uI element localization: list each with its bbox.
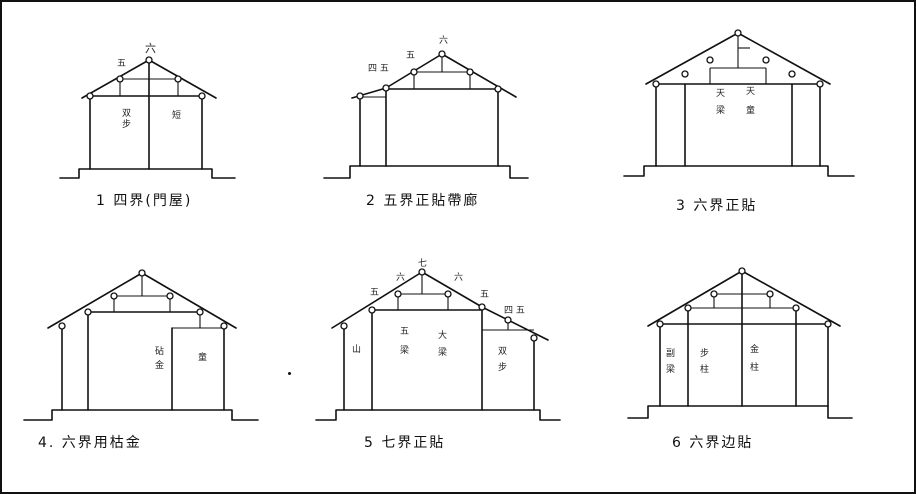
section-1 bbox=[59, 56, 236, 179]
section-5-purlin bbox=[478, 303, 486, 311]
section-1-purlin bbox=[116, 75, 124, 83]
section-6-purlin bbox=[738, 267, 746, 275]
section-1-purlin bbox=[174, 75, 182, 83]
section-1-purlin bbox=[145, 56, 153, 64]
section-3-purlin bbox=[706, 56, 714, 64]
mark: 五 bbox=[400, 327, 410, 337]
section-6-purlin bbox=[766, 290, 774, 298]
mark: 步 bbox=[122, 120, 132, 130]
section-5-purlin bbox=[504, 316, 512, 324]
mark: 六 bbox=[145, 42, 156, 55]
mark: 天 bbox=[746, 87, 756, 97]
mark: 梁 bbox=[438, 348, 448, 358]
section-1-purlin bbox=[86, 92, 94, 100]
section-4-purlin bbox=[110, 292, 118, 300]
section-6-purlin bbox=[792, 304, 800, 312]
mark: 柱 bbox=[700, 365, 710, 375]
mark: 梁 bbox=[400, 346, 410, 356]
section-1-purlin bbox=[198, 92, 206, 100]
section-6-purlin bbox=[710, 290, 718, 298]
mark: 大 bbox=[438, 331, 448, 341]
section-5-purlin bbox=[394, 290, 402, 298]
section-6 bbox=[627, 267, 853, 419]
section-4-purlin bbox=[196, 308, 204, 316]
section-2-roof bbox=[351, 53, 517, 99]
section-6-purlin bbox=[824, 320, 832, 328]
mark: 双 bbox=[122, 109, 132, 119]
section-5-purlin bbox=[530, 334, 538, 342]
mark: 步 bbox=[498, 363, 508, 373]
mark: 六 bbox=[439, 36, 449, 46]
section-3 bbox=[623, 29, 855, 177]
section-6-purlin bbox=[684, 304, 692, 312]
section-5 bbox=[315, 268, 561, 421]
section-3-purlin bbox=[788, 70, 796, 78]
mark: 五 bbox=[480, 290, 490, 300]
section-2-purlin bbox=[494, 85, 502, 93]
caption-section-2: 2 五界正貼帶廊 bbox=[366, 193, 480, 209]
section-5-roof bbox=[331, 271, 549, 341]
section-2-purlin bbox=[382, 84, 390, 92]
section-3-purlin bbox=[681, 70, 689, 78]
mark: 柱 bbox=[750, 363, 760, 373]
section-5-purlin bbox=[340, 322, 348, 330]
mark: 副 bbox=[666, 349, 676, 359]
mark: 七 bbox=[418, 259, 428, 269]
mark: 六 bbox=[454, 273, 464, 283]
caption-section-5: 5 七界正貼 bbox=[364, 435, 446, 451]
stray-dot bbox=[288, 372, 291, 375]
section-5-purlin bbox=[368, 306, 376, 314]
section-3-purlin bbox=[762, 56, 770, 64]
section-6-plinth bbox=[627, 405, 853, 419]
mark: 步 bbox=[700, 349, 710, 359]
section-3-purlin bbox=[652, 80, 660, 88]
mark: 五 bbox=[370, 288, 380, 298]
section-5-purlin bbox=[444, 290, 452, 298]
mark: 童 bbox=[746, 106, 756, 116]
mark: 五 bbox=[406, 51, 416, 61]
section-2-purlin bbox=[410, 68, 418, 76]
section-3-purlin bbox=[734, 29, 742, 37]
mark: 天 bbox=[716, 89, 726, 99]
mark: 四 五 bbox=[504, 306, 525, 316]
mark: 金 bbox=[750, 345, 760, 355]
section-3-purlin bbox=[816, 80, 824, 88]
mark: 五 bbox=[117, 59, 127, 69]
section-6-roof bbox=[647, 270, 841, 327]
section-6-purlin bbox=[656, 320, 664, 328]
section-2-plinth bbox=[323, 165, 529, 179]
section-4-purlin bbox=[166, 292, 174, 300]
mark: 梁 bbox=[666, 365, 676, 375]
section-4-plinth bbox=[23, 409, 259, 421]
mark: 童 bbox=[198, 353, 208, 363]
section-4-purlin bbox=[220, 322, 228, 330]
mark: 砧 bbox=[155, 347, 165, 357]
section-5-purlin bbox=[418, 268, 426, 276]
section-2-purlin bbox=[466, 68, 474, 76]
section-4-purlin bbox=[84, 308, 92, 316]
mark: 梁 bbox=[716, 106, 726, 116]
mark: 六 bbox=[396, 273, 406, 283]
caption-section-6: 6 六界边貼 bbox=[672, 435, 754, 451]
caption-section-4: 4. 六界用枯金 bbox=[38, 435, 142, 451]
section-2-purlin bbox=[438, 50, 446, 58]
section-4-purlin bbox=[138, 269, 146, 277]
section-2-purlin bbox=[356, 92, 364, 100]
section-4 bbox=[23, 269, 259, 421]
section-5-plinth bbox=[315, 409, 561, 421]
mark: 山 bbox=[352, 345, 362, 355]
mark: 双 bbox=[498, 347, 508, 357]
section-3-plinth bbox=[623, 165, 855, 177]
section-4-purlin bbox=[58, 322, 66, 330]
caption-section-3: 3 六界正貼 bbox=[676, 198, 758, 214]
section-2 bbox=[323, 50, 529, 179]
mark: 四 五 bbox=[368, 64, 389, 74]
section-1-plinth bbox=[59, 168, 236, 179]
mark: 短 bbox=[172, 111, 182, 121]
caption-section-1: 1 四界(門屋) bbox=[96, 193, 193, 209]
mark: 金 bbox=[155, 361, 165, 371]
